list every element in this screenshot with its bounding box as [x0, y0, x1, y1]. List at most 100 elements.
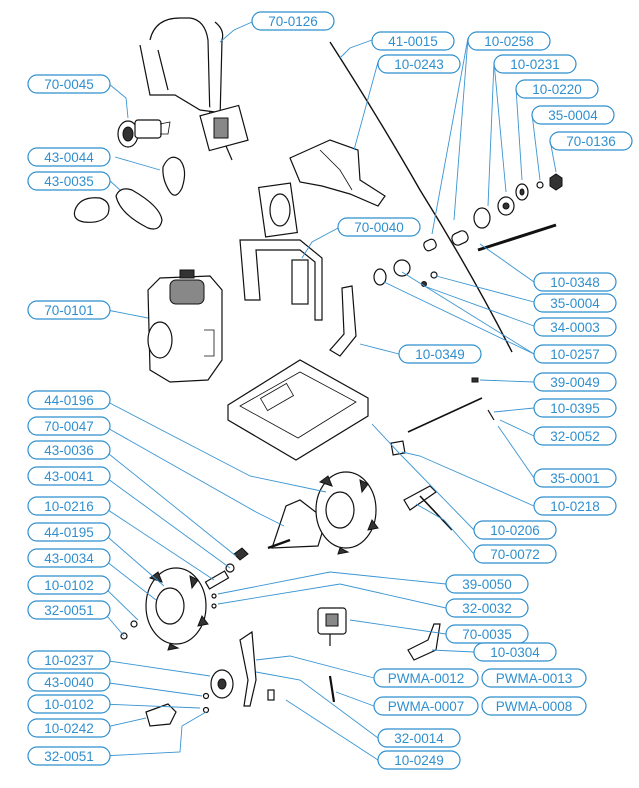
callout-10-0258[interactable]: 10-0258: [467, 31, 551, 51]
throttle-control: [117, 119, 171, 148]
callout-10-0249[interactable]: 10-0249: [377, 750, 461, 770]
svg-text:32-0052: 32-0052: [550, 429, 600, 444]
svg-text:PWMA-0008: PWMA-0008: [496, 699, 573, 714]
callout-43-0036[interactable]: 43-0036: [27, 440, 111, 460]
callout-35-0001[interactable]: 35-0001: [533, 468, 617, 488]
callout-39-0050[interactable]: 39-0050: [445, 574, 529, 594]
svg-text:34-0003: 34-0003: [550, 320, 600, 335]
svg-text:70-0045: 70-0045: [44, 77, 94, 92]
callout-70-0040[interactable]: 70-0040: [337, 217, 421, 237]
callout-10-0216[interactable]: 10-0216: [27, 496, 111, 516]
callout-70-0045[interactable]: 70-0045: [27, 74, 111, 94]
bracket-10-0304: [407, 623, 441, 661]
handlebar-assembly: [139, 17, 249, 161]
svg-text:70-0126: 70-0126: [268, 14, 318, 29]
idler-lever: [202, 630, 257, 714]
callout-32-0032[interactable]: 32-0032: [445, 598, 529, 618]
svg-text:43-0040: 43-0040: [44, 675, 94, 690]
callout-PWMA-0013[interactable]: PWMA-0013: [481, 668, 587, 688]
callout-43-0034[interactable]: 43-0034: [27, 548, 111, 568]
shift-lever: [403, 485, 453, 531]
callout-PWMA-0008[interactable]: PWMA-0008: [481, 696, 587, 716]
svg-text:70-0047: 70-0047: [44, 419, 94, 434]
callout-70-0072[interactable]: 70-0072: [473, 544, 557, 564]
leader-lines: [101, 21, 557, 761]
svg-text:70-0136: 70-0136: [566, 134, 616, 149]
callout-10-0206[interactable]: 10-0206: [473, 520, 557, 540]
callout-10-0243[interactable]: 10-0243: [377, 54, 461, 74]
callout-PWMA-0012[interactable]: PWMA-0012: [373, 668, 479, 688]
callout-70-0047[interactable]: 70-0047: [27, 416, 111, 436]
svg-text:10-0243: 10-0243: [394, 57, 444, 72]
svg-text:10-0257: 10-0257: [550, 347, 600, 362]
svg-text:43-0034: 43-0034: [44, 551, 94, 566]
svg-text:10-0395: 10-0395: [550, 401, 600, 416]
svg-text:32-0014: 32-0014: [394, 731, 444, 746]
svg-text:PWMA-0013: PWMA-0013: [496, 671, 573, 686]
callout-43-0044[interactable]: 43-0044: [27, 147, 111, 167]
svg-text:70-0035: 70-0035: [462, 627, 512, 642]
callout-10-0102-lower[interactable]: 10-0102: [27, 694, 111, 714]
callout-35-0004-top[interactable]: 35-0004: [531, 105, 615, 125]
callout-35-0004-mid[interactable]: 35-0004: [533, 293, 617, 313]
svg-text:35-0004: 35-0004: [550, 296, 600, 311]
callout-32-0051-upper[interactable]: 32-0051: [27, 600, 111, 620]
svg-text:39-0050: 39-0050: [462, 577, 512, 592]
callout-PWMA-0007[interactable]: PWMA-0007: [373, 696, 479, 716]
svg-text:70-0101: 70-0101: [44, 303, 94, 318]
svg-text:43-0036: 43-0036: [44, 443, 94, 458]
callout-44-0196[interactable]: 44-0196: [27, 390, 111, 410]
callout-32-0014[interactable]: 32-0014: [377, 728, 461, 748]
callout-10-0220[interactable]: 10-0220: [515, 79, 599, 99]
callout-10-0348[interactable]: 10-0348: [533, 272, 617, 292]
svg-text:10-0348: 10-0348: [550, 275, 600, 290]
callout-70-0126[interactable]: 70-0126: [251, 11, 335, 31]
callout-44-0195[interactable]: 44-0195: [27, 522, 111, 542]
svg-text:10-0218: 10-0218: [550, 499, 600, 514]
svg-text:10-0242: 10-0242: [44, 721, 94, 736]
svg-text:10-0220: 10-0220: [532, 82, 582, 97]
callout-70-0136[interactable]: 70-0136: [549, 131, 633, 151]
svg-text:10-0237: 10-0237: [44, 653, 94, 668]
callout-43-0041[interactable]: 43-0041: [27, 466, 111, 486]
drive-belts: [73, 156, 186, 230]
belt-guard: [289, 139, 386, 207]
callout-39-0049[interactable]: 39-0049: [533, 372, 617, 392]
callout-32-0052[interactable]: 32-0052: [533, 426, 617, 446]
svg-text:41-0015: 41-0015: [388, 34, 438, 49]
callout-10-0218[interactable]: 10-0218: [533, 496, 617, 516]
right-tire: [315, 471, 379, 555]
callout-10-0231[interactable]: 10-0231: [493, 54, 577, 74]
callout-10-0349[interactable]: 10-0349: [398, 344, 482, 364]
callout-43-0035[interactable]: 43-0035: [27, 171, 111, 191]
engine: [147, 269, 223, 383]
shift-rod: [390, 377, 495, 456]
callout-32-0051-lower[interactable]: 32-0051: [27, 746, 111, 766]
svg-text:10-0349: 10-0349: [415, 347, 465, 362]
callout-41-0015[interactable]: 41-0015: [371, 31, 455, 51]
callout-10-0242[interactable]: 10-0242: [27, 718, 111, 738]
callout-70-0035[interactable]: 70-0035: [445, 624, 529, 644]
throttle-cable: [329, 41, 513, 353]
base-plate: [227, 359, 369, 461]
callout-10-0304[interactable]: 10-0304: [473, 642, 557, 662]
svg-text:10-0102: 10-0102: [44, 578, 94, 593]
svg-text:35-0001: 35-0001: [550, 471, 600, 486]
callout-34-0003[interactable]: 34-0003: [533, 317, 617, 337]
svg-text:39-0049: 39-0049: [550, 375, 600, 390]
callout-10-0395[interactable]: 10-0395: [533, 398, 617, 418]
svg-text:70-0040: 70-0040: [354, 220, 404, 235]
pulleys-shaft: [373, 173, 563, 287]
callout-70-0101[interactable]: 70-0101: [27, 300, 111, 320]
svg-text:35-0004: 35-0004: [548, 108, 598, 123]
callout-10-0257[interactable]: 10-0257: [533, 344, 617, 364]
bracket-10-0349: [329, 285, 357, 357]
svg-text:10-0206: 10-0206: [490, 523, 540, 538]
transmission: [267, 499, 327, 550]
svg-text:43-0041: 43-0041: [44, 469, 94, 484]
callout-10-0102-upper[interactable]: 10-0102: [27, 575, 111, 595]
svg-text:PWMA-0007: PWMA-0007: [388, 699, 465, 714]
callout-10-0237[interactable]: 10-0237: [27, 650, 111, 670]
callout-43-0040[interactable]: 43-0040: [27, 672, 111, 692]
